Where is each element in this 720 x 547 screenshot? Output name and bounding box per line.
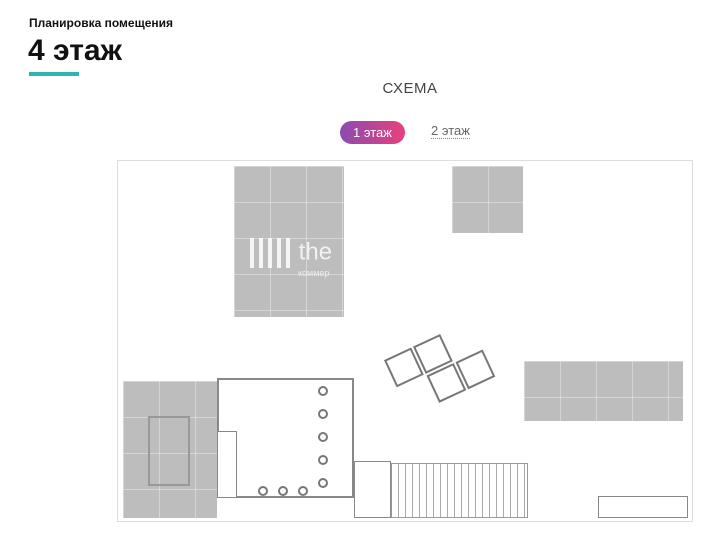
tab-floor-2[interactable]: 2 этаж — [431, 123, 470, 139]
utility-room — [217, 431, 237, 498]
corridor-wall — [354, 461, 391, 518]
office-room-f[interactable] — [524, 264, 689, 361]
floor-plan — [117, 160, 693, 522]
watermark-logo: the коммер — [250, 238, 332, 278]
title-underline — [29, 72, 79, 76]
logo-subtext: коммер — [298, 268, 330, 278]
office-room-d — [452, 166, 523, 233]
chair — [318, 386, 328, 396]
chair — [318, 409, 328, 419]
meeting-table — [148, 416, 190, 486]
chair — [318, 432, 328, 442]
chair — [318, 478, 328, 488]
chair — [298, 486, 308, 496]
chair — [258, 486, 268, 496]
desk-cluster — [380, 309, 507, 428]
lower-right-wall — [598, 496, 688, 518]
page-title: 4 этаж — [28, 34, 122, 67]
conference-room — [217, 378, 354, 498]
office-room-a[interactable] — [123, 166, 232, 317]
chair — [278, 486, 288, 496]
office-room-g — [524, 361, 683, 421]
logo-bars-icon — [250, 238, 292, 268]
chair — [318, 455, 328, 465]
tab-floor-1[interactable]: 1 этаж — [340, 121, 405, 144]
logo-text: the — [298, 238, 333, 266]
office-room-c[interactable] — [347, 166, 449, 272]
office-room-e[interactable] — [526, 166, 689, 261]
staircase — [391, 463, 528, 518]
scheme-heading: СХЕМА — [382, 80, 438, 97]
meeting-room-h — [123, 381, 217, 518]
section-subtitle: Планировка помещения — [29, 16, 173, 30]
